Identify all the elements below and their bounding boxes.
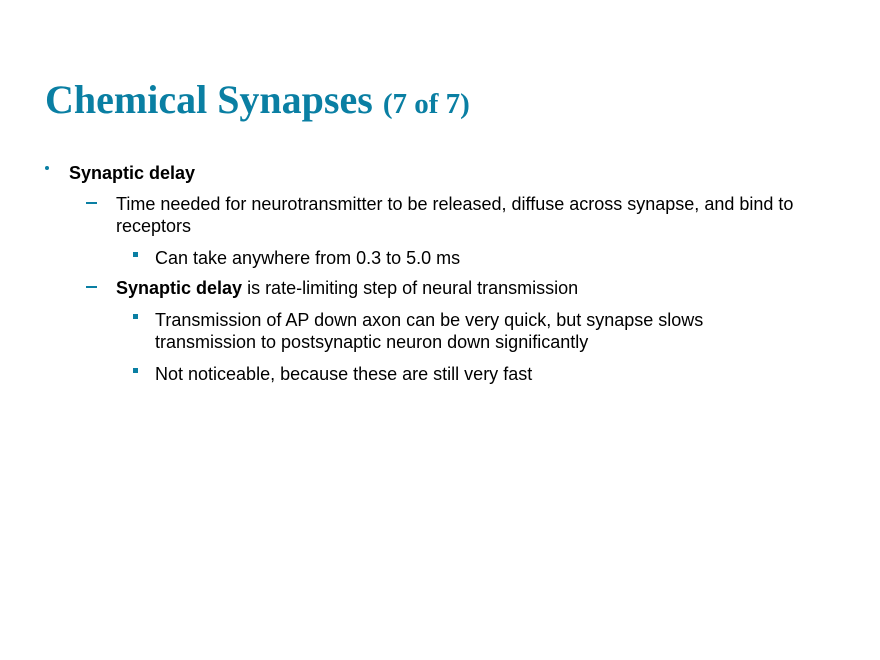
dash-bullet-icon: [86, 286, 97, 288]
dash-bullet-icon: [86, 202, 97, 204]
bullet-level3: Can take anywhere from 0.3 to 5.0 ms: [133, 247, 461, 269]
bullet-level3: Not noticeable, because these are still …: [133, 363, 533, 385]
bullet-level2: Time needed for neurotransmitter to be r…: [86, 193, 846, 237]
bullet-level1: Synaptic delay: [45, 162, 196, 184]
slide-title-sub: (7 of 7): [382, 88, 470, 120]
slide-title-main: Chemical Synapses: [45, 77, 373, 122]
bullet-text: Can take anywhere from 0.3 to 5.0 ms: [155, 248, 461, 268]
bullet-bold-text: Synaptic delay: [69, 163, 196, 183]
bullet-text: is rate-limiting step of neural transmis…: [242, 278, 579, 298]
square-bullet-icon: [133, 314, 138, 319]
bullet-level2: Synaptic delay is rate-limiting step of …: [86, 277, 579, 299]
round-bullet-icon: [45, 166, 49, 170]
square-bullet-icon: [133, 368, 138, 373]
bullet-text: Transmission of AP down axon can be very…: [155, 310, 704, 352]
bullet-text: Time needed for neurotransmitter to be r…: [116, 194, 794, 236]
bullet-level3: Transmission of AP down axon can be very…: [133, 309, 775, 353]
square-bullet-icon: [133, 252, 138, 257]
bullet-text: Not noticeable, because these are still …: [155, 364, 533, 384]
slide-title: Chemical Synapses (7 of 7): [45, 76, 470, 128]
bullet-bold-text: Synaptic delay: [116, 278, 243, 298]
